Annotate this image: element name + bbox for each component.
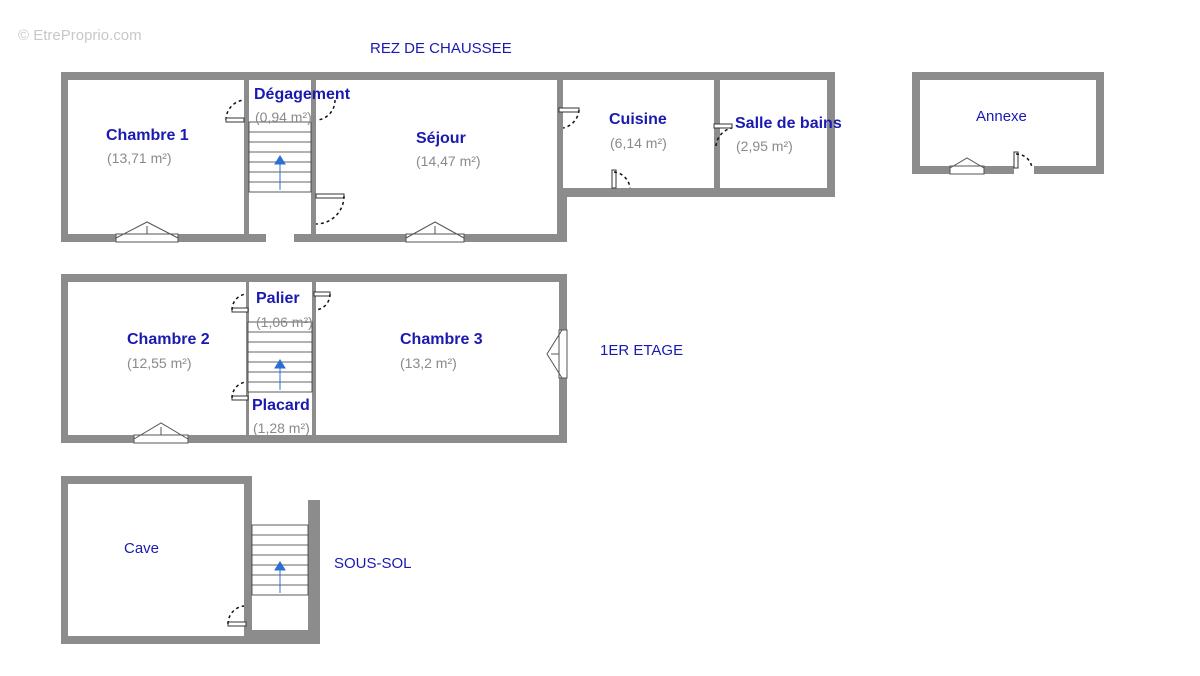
room-name-chambre-3: Chambre 3 [400,331,483,348]
door-leaf [1013,151,1019,169]
up-arrow-icon [274,155,286,165]
room-area-degagement: (0,94 m²) [255,109,312,125]
door-leaf [225,117,245,123]
room-name-degagement: Dégagement [254,86,351,103]
level-title-soussol: SOUS-SOL [334,555,412,572]
stairs-etage [247,321,313,393]
window-icon [546,329,568,379]
room-area-chambre-3: (13,2 m²) [400,355,457,371]
etage-plan: Chambre 2 (12,55 m²) Palier (1,06 m²) Ch… [61,274,568,444]
window-icon [115,221,179,243]
door-swing-icon [613,171,631,189]
level-title-rdc: REZ DE CHAUSSEE [370,40,512,57]
soussol-plan: Cave [61,476,320,644]
rdc-plan: Chambre 1 (13,71 m²) Dégagement (0,94 m²… [61,72,842,243]
room-chambre-2 [68,282,246,435]
room-salle-de-bains [720,80,827,188]
door-swing-icon [562,109,580,129]
room-name-chambre-1: Chambre 1 [106,127,189,144]
door-swing-icon [231,381,247,399]
doorway [1014,166,1034,174]
room-area-chambre-1: (13,71 m²) [107,150,172,166]
window-icon [949,157,985,169]
door-leaf [611,169,617,189]
stairs-soussol [251,524,309,596]
up-arrow-icon [274,561,286,571]
door-leaf [313,291,331,297]
room-cuisine [563,80,714,188]
doorway [266,234,294,242]
annexe-plan: Annexe [912,72,1104,175]
room-area-salle-de-bains: (2,95 m²) [736,138,793,154]
door-leaf [231,395,249,401]
room-name-cuisine: Cuisine [609,111,667,128]
room-area-placard: (1,28 m²) [253,420,310,436]
room-annexe [920,80,1096,166]
door-swing-icon [231,293,247,311]
room-name-placard: Placard [252,397,310,414]
window-icon [405,221,465,243]
room-area-sejour: (14,47 m²) [416,153,481,169]
window-icon [133,422,189,444]
cave-wall-bottom [244,630,320,644]
room-area-chambre-2: (12,55 m²) [127,355,192,371]
room-name-chambre-2: Chambre 2 [127,331,210,348]
room-name-palier: Palier [256,290,300,307]
cave-wall-right [308,500,320,644]
room-area-palier: (1,06 m²) [256,314,313,330]
door-leaf [231,307,249,313]
door-swing-icon [315,293,331,311]
room-name-annexe: Annexe [976,108,1027,125]
room-chambre-1 [68,80,244,234]
room-sejour [316,80,557,234]
room-name-salle-de-bains: Salle de bains [735,115,842,132]
door-swing-icon [1015,153,1033,169]
stairs-rdc [248,121,312,193]
door-leaf [227,621,247,627]
level-title-etage: 1ER ETAGE [600,342,683,359]
room-name-sejour: Séjour [416,130,466,147]
watermark: © EtreProprio.com [18,27,142,44]
door-swing-icon [715,127,733,147]
door-leaf [315,193,345,199]
door-swing-icon [227,605,245,625]
room-area-cuisine: (6,14 m²) [610,135,667,151]
room-cave [68,484,244,636]
door-swing-icon [317,99,336,121]
up-arrow-icon [274,359,286,369]
door-leaf [558,107,580,113]
door-leaf [713,123,733,129]
room-chambre-3 [316,282,559,435]
room-name-cave: Cave [124,540,159,557]
window-icon [949,165,985,175]
